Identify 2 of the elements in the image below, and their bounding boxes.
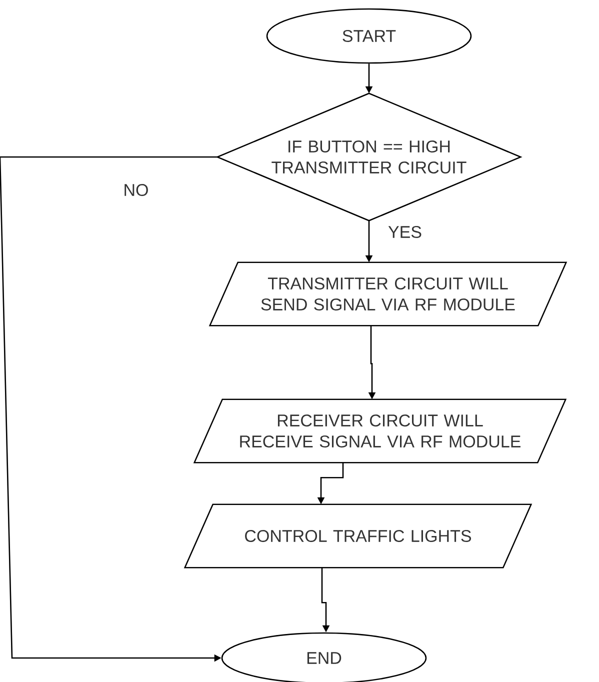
edge-label: NO xyxy=(122,182,150,198)
edge-label: YES xyxy=(387,224,423,240)
